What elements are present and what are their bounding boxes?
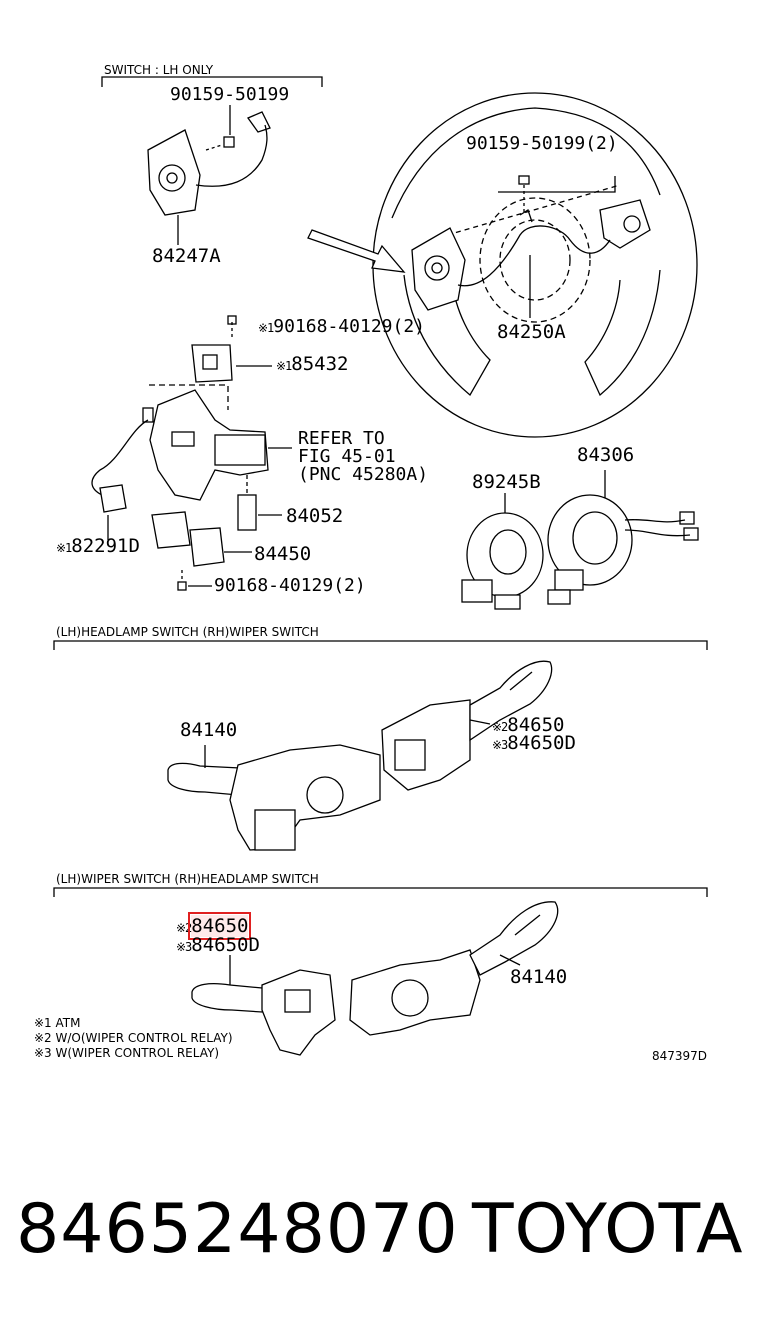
note-mark: ※3 <box>492 738 508 752</box>
part-label-84140-mid: 84140 <box>180 719 238 741</box>
part-label-84650D-low: ※384650D <box>176 936 260 955</box>
note-mark: ※1 <box>56 541 72 555</box>
part-label-84250A: 84250A <box>497 321 566 343</box>
low-lever-assembly <box>191 901 559 1056</box>
section-brackets <box>53 76 708 897</box>
highlighted-part-number[interactable]: 84650 <box>188 912 252 940</box>
refer-line-1: REFER TO <box>298 428 385 449</box>
refer-line-2: FIG 45-01 <box>298 446 396 467</box>
part-label-84650-mid: ※284650 <box>492 716 564 735</box>
part-label-84650D-mid: ※384650D <box>492 734 576 753</box>
switch-base-assembly <box>91 315 292 591</box>
part-label-82291D: ※182291D <box>56 537 140 556</box>
part-number: 84650D <box>507 732 576 754</box>
note-mark: ※2 <box>176 921 192 935</box>
note-mark: ※1 <box>258 321 274 335</box>
part-number: 84650 <box>507 714 565 736</box>
lh-switch-part <box>147 105 271 245</box>
part-label-84247A: 84247A <box>152 245 221 267</box>
part-number: 85432 <box>291 353 349 375</box>
indicator-arrow <box>307 229 406 273</box>
note-2: ※2 W/O(WIPER CONTROL RELAY) <box>34 1031 233 1045</box>
figure-id: 847397D <box>652 1049 708 1063</box>
section-caption-low: (LH)WIPER SWITCH (RH)HEADLAMP SWITCH <box>56 872 319 886</box>
footer-brand: TOYOTA <box>472 1190 744 1269</box>
part-label-89245B: 89245B <box>472 471 541 493</box>
part-label-84052: 84052 <box>286 505 344 527</box>
part-label-90168-top: ※190168-40129(2) <box>258 318 425 336</box>
refer-line-3: (PNC 45280A) <box>298 464 429 485</box>
sensor-part <box>461 493 544 610</box>
part-label-84306: 84306 <box>577 444 635 466</box>
part-label-84140-low: 84140 <box>510 966 568 988</box>
note-mark: ※3 <box>176 940 192 954</box>
part-label-84650-low: ※284650 <box>176 912 252 940</box>
part-number: 82291D <box>71 535 140 557</box>
note-mark: ※1 <box>276 359 292 373</box>
note-mark: ※2 <box>492 720 508 734</box>
spiral-cable-part <box>547 470 699 605</box>
mid-lever-assembly <box>167 660 553 851</box>
part-label-90159-right: 90159-50199(2) <box>466 133 618 154</box>
note-3: ※3 W(WIPER CONTROL RELAY) <box>34 1046 220 1060</box>
part-label-90159-top: 90159-50199 <box>170 84 290 105</box>
part-number: 90168-40129(2) <box>273 316 425 337</box>
part-label-90168-bot: 90168-40129(2) <box>214 575 366 596</box>
steering-wheel <box>372 92 698 438</box>
part-number: 84650D <box>191 934 260 956</box>
note-1: ※1 ATM <box>34 1016 81 1030</box>
part-label-85432: ※185432 <box>276 355 348 374</box>
footer-part-number: 8465248070 <box>16 1190 459 1269</box>
section-caption-top: SWITCH : LH ONLY <box>104 63 214 77</box>
section-caption-mid: (LH)HEADLAMP SWITCH (RH)WIPER SWITCH <box>56 625 319 639</box>
part-label-84450: 84450 <box>254 543 312 565</box>
